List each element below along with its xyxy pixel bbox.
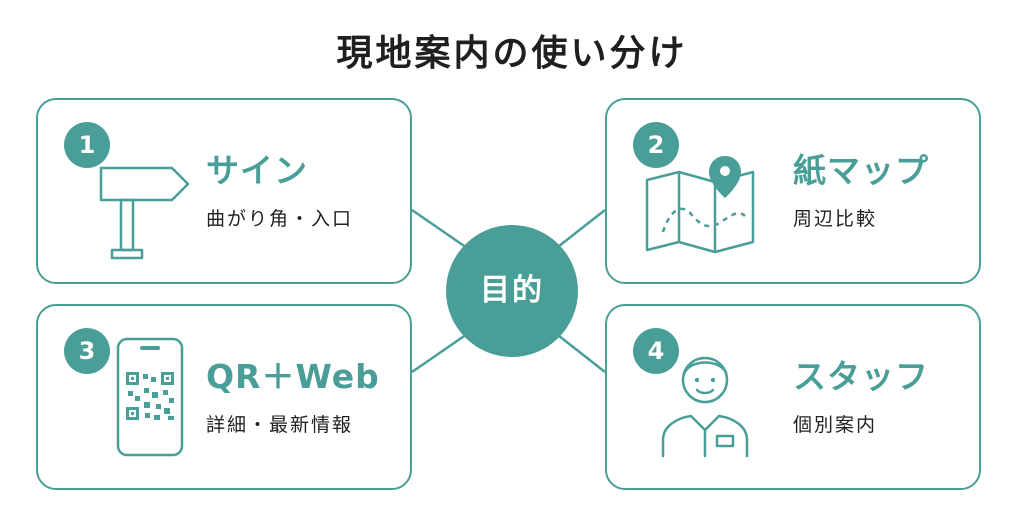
connector-line-4 (553, 331, 606, 373)
card-title: 紙マップ (793, 151, 929, 190)
connector-line-3 (411, 330, 471, 374)
card-description: 詳細・最新情報 (206, 414, 354, 436)
card-number-badge: 3 (64, 328, 110, 374)
smartphone-qr-icon (116, 337, 184, 457)
card-description: 曲がり角・入口 (206, 208, 354, 230)
card-sign: 1 サイン 曲がり角・入口 (36, 98, 412, 284)
card-paper-map: 2 紙マップ 周辺比較 (605, 98, 981, 284)
card-description: 個別案内 (793, 414, 878, 436)
card-number-badge: 1 (64, 122, 110, 168)
staff-person-icon (661, 356, 749, 458)
connector-line-2 (553, 209, 606, 251)
signpost-icon (99, 166, 190, 260)
card-number-badge: 4 (633, 328, 679, 374)
connector-line-1 (411, 208, 471, 252)
page-title: 現地案内の使い分け (336, 33, 688, 74)
card-staff: 4 スタッフ 個別案内 (605, 304, 981, 490)
paper-map-icon (645, 156, 755, 254)
card-qr-web: 3 (36, 304, 412, 490)
center-hub-purpose: 目的 (446, 225, 578, 357)
card-description: 周辺比較 (793, 208, 878, 230)
card-title: サイン (206, 151, 308, 190)
card-title: スタッフ (793, 357, 929, 396)
card-title: QR＋Web (206, 357, 380, 396)
card-number-badge: 2 (633, 122, 679, 168)
